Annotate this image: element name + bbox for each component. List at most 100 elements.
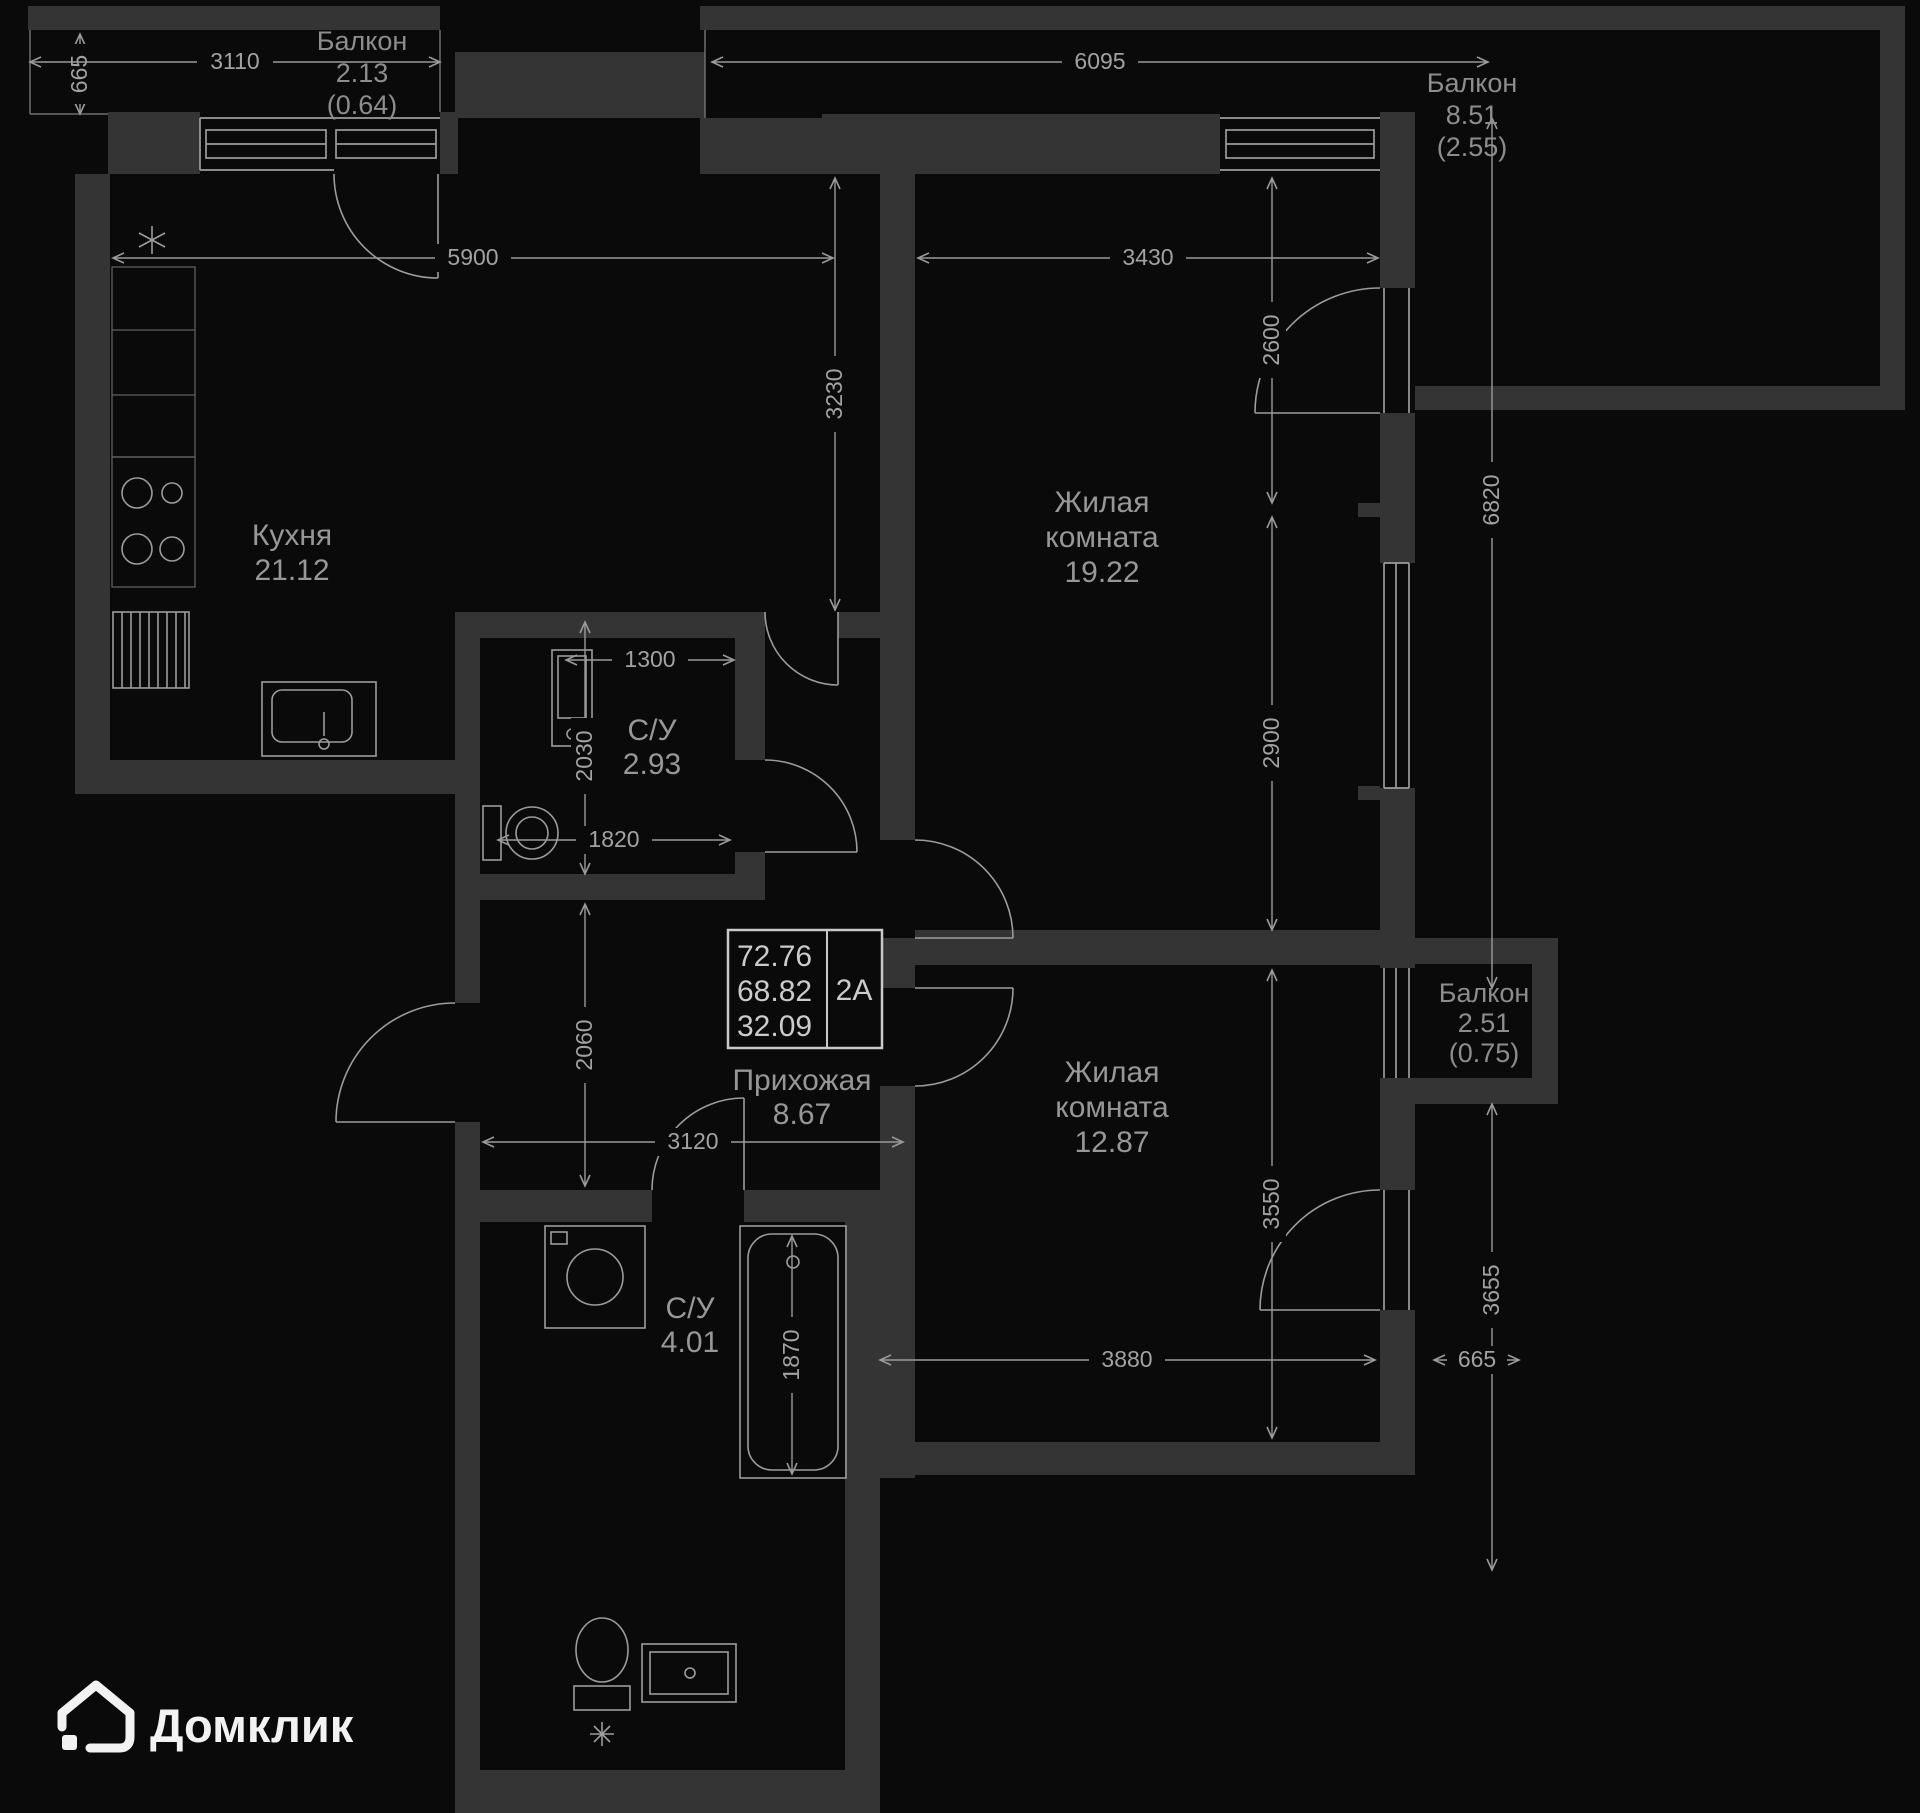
wall-segment: [880, 140, 915, 840]
balcony-label-top-left: Балкон 2.13 (0.64): [317, 26, 408, 120]
door-kitchen-corridor: [764, 611, 839, 686]
radiator: [112, 611, 190, 689]
wall-segment: [845, 1190, 880, 1780]
dimension-value: 3550: [1258, 1178, 1284, 1229]
dimension-living2-depth: 3550: [1258, 968, 1286, 1440]
brand-name: Домклик: [150, 1699, 354, 1752]
unit-area-total: 72.76: [737, 940, 812, 973]
room-area: 8.67: [773, 1098, 831, 1131]
unit-info-box: 72.76 68.82 32.09 2А: [726, 928, 884, 1050]
room-area: 21.12: [254, 554, 329, 587]
door-living2: [914, 987, 1014, 1087]
dimension-value: 3430: [1122, 244, 1173, 270]
kitchen-balcony-window: [199, 117, 440, 171]
wall-segment: [455, 1122, 480, 1780]
room-name: Кухня: [252, 519, 332, 552]
room-label-kitchen: Кухня 21.12: [252, 519, 332, 587]
dimension-balcony-left-width: 3110: [28, 48, 442, 76]
wall-segment: [735, 612, 765, 760]
wall-segment: [1880, 6, 1905, 410]
balcony-area: 2.13: [336, 58, 389, 88]
wall-segment: [915, 930, 1380, 965]
unit-area-no-summer: 68.82: [737, 975, 812, 1008]
room-area: 4.01: [661, 1326, 719, 1359]
door-entrance: [335, 1002, 456, 1123]
walls: [28, 6, 1905, 1813]
dimension-value: 3655: [1478, 1264, 1504, 1315]
balcony-coeff: (0.75): [1449, 1038, 1520, 1068]
dimension-bath1-width: 1300: [564, 646, 736, 674]
room-area: 2.93: [623, 748, 681, 781]
wall-segment: [455, 52, 705, 118]
dimension-hall-width: 3120: [481, 1128, 905, 1156]
wall-segment: [880, 938, 915, 988]
wall-segment: [880, 1086, 915, 1478]
wall-segment: [1415, 386, 1880, 410]
door-bath1: [764, 759, 858, 853]
dimension-value: 3880: [1101, 1346, 1152, 1372]
room-name: С/У: [627, 714, 677, 747]
wall-segment: [440, 112, 458, 174]
wall-segment: [700, 6, 1905, 30]
wall-sill-stub: [1358, 503, 1380, 517]
living1-side-window: [1383, 562, 1410, 789]
brand-logo-icon-dot: [62, 1735, 77, 1750]
balcony-area: 8.51: [1446, 100, 1499, 130]
dimension-living1-upper: 2600: [1258, 176, 1286, 505]
balcony-label-right: Балкон 2.51 (0.75): [1439, 978, 1530, 1068]
dimension-bath1-depth: 2030: [571, 620, 599, 876]
dimension-hall-depth: 2060: [571, 902, 599, 1188]
wall-segment: [1415, 1078, 1558, 1104]
kitchen-counter: [111, 266, 196, 458]
dimension-value: 665: [1458, 1346, 1496, 1372]
room-label-living1: Жилая комната 19.22: [1045, 486, 1159, 589]
wall-segment: [1532, 938, 1558, 1104]
door-kitchen-balcony: [333, 173, 439, 279]
balcony-name: Балкон: [1427, 68, 1518, 98]
wall-segment: [700, 118, 822, 174]
balcony-edges: [29, 30, 706, 118]
living1-top-window: [1220, 117, 1380, 171]
dimension-top-right-width: 6095: [710, 48, 1490, 76]
room-name: Жилая: [1055, 486, 1150, 519]
wall-segment: [1380, 788, 1415, 938]
dimension-value: 3230: [821, 368, 847, 419]
dimension-value: 2060: [571, 1019, 597, 1070]
wall-segment: [28, 6, 440, 30]
wall-segment: [108, 112, 200, 174]
dimension-value: 3110: [210, 48, 259, 74]
wall-segment: [744, 1190, 905, 1222]
wall-segment: [75, 760, 480, 794]
windows: [199, 117, 1410, 1310]
wall-segment: [75, 174, 110, 794]
room-labels: Кухня 21.12 Жилая комната 19.22 С/У 2.93…: [252, 486, 1169, 1359]
room-name: комната: [1055, 1091, 1169, 1124]
dimension-value: 2030: [571, 730, 597, 781]
balcony-label-top-right: Балкон 8.51 (2.55): [1427, 68, 1518, 162]
brand-logo: Домклик: [57, 1680, 354, 1753]
dimension-value: 1870: [778, 1329, 804, 1380]
wall-segment: [838, 612, 880, 638]
wall-segment: [1380, 112, 1415, 288]
dimensions: 665 3110 6095 5900 3430 3230: [28, 32, 1521, 1572]
dimension-bath1-lower-width: 1820: [496, 826, 732, 854]
wall-segment: [455, 1190, 652, 1222]
dimension-kitchen-width: 5900: [111, 244, 835, 272]
wall-segment: [455, 1770, 880, 1813]
door-living2-balcony: [1259, 1189, 1381, 1311]
living2-balcony-door-frame: [1383, 1190, 1410, 1310]
dimension-right-lower: 3655: [1478, 1102, 1506, 1572]
balcony-name: Балкон: [1439, 978, 1530, 1008]
bath1-toilet: [482, 805, 559, 861]
room-label-hallway: Прихожая 8.67: [732, 1064, 871, 1131]
dimension-value: 2900: [1258, 717, 1284, 768]
dimension-value: 5900: [447, 244, 498, 270]
room-label-bath1: С/У 2.93: [623, 714, 681, 781]
wall-segment: [880, 1442, 1415, 1475]
dimension-value: 1300: [624, 646, 675, 672]
wall-segment: [1380, 1078, 1415, 1190]
room-name: С/У: [665, 1292, 715, 1325]
dimension-value: 3120: [667, 1128, 718, 1154]
